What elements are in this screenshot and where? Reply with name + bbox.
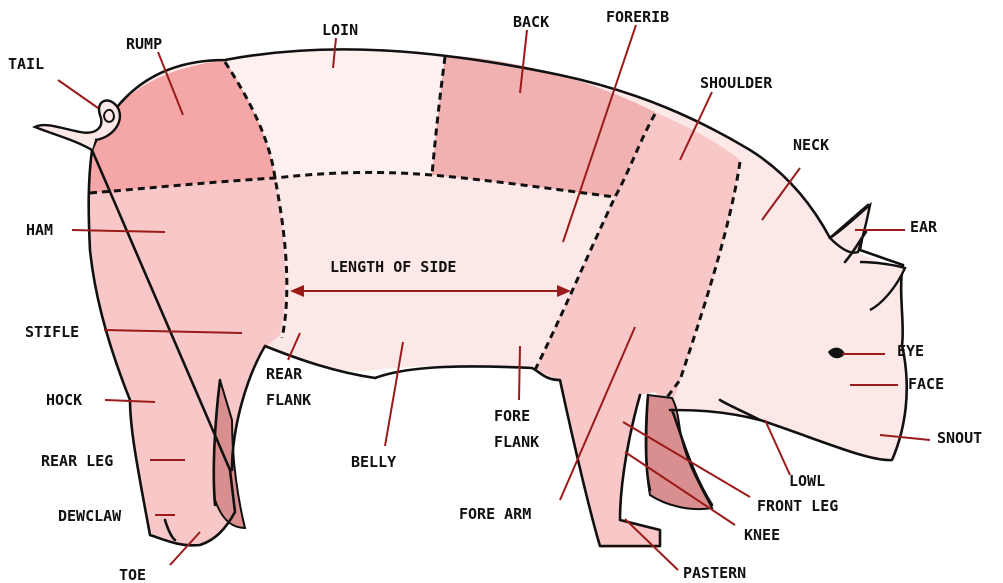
label-neck: NECK xyxy=(793,136,829,154)
leader-tail xyxy=(58,80,98,108)
label-rear-flank-line1: REAR xyxy=(266,365,303,383)
label-length-of-side: LENGTH OF SIDE xyxy=(330,258,456,276)
leader-fore-flank xyxy=(519,346,520,400)
label-pastern: PASTERN xyxy=(683,564,746,582)
label-back: BACK xyxy=(513,13,549,31)
label-loin: LOIN xyxy=(322,21,358,39)
label-fore-flank-line2: FLANK xyxy=(494,433,539,451)
label-tail: TAIL xyxy=(8,55,44,73)
label-front-leg: FRONT LEG xyxy=(757,497,838,515)
label-knee: KNEE xyxy=(744,526,780,544)
label-hock: HOCK xyxy=(46,391,82,409)
label-lowl: LOWL xyxy=(789,472,825,490)
label-belly: BELLY xyxy=(351,453,396,471)
label-ear: EAR xyxy=(910,218,938,236)
label-ham: HAM xyxy=(26,221,53,239)
label-rump: RUMP xyxy=(126,35,162,53)
label-snout: SNOUT xyxy=(937,429,982,447)
label-toe: TOE xyxy=(119,566,146,583)
back-region xyxy=(432,55,655,197)
label-face: FACE xyxy=(908,375,944,393)
label-rear-leg: REAR LEG xyxy=(41,452,113,470)
label-eye: EYE xyxy=(897,342,924,360)
label-dewclaw: DEWCLAW xyxy=(58,507,122,525)
label-rear-flank-line2: FLANK xyxy=(266,391,311,409)
label-shoulder: SHOULDER xyxy=(700,74,773,92)
label-fore-arm: FORE ARM xyxy=(459,505,531,523)
label-fore-flank-line1: FORE xyxy=(494,407,530,425)
label-forerib: FORERIB xyxy=(606,8,669,26)
label-stifle: STIFLE xyxy=(25,323,79,341)
